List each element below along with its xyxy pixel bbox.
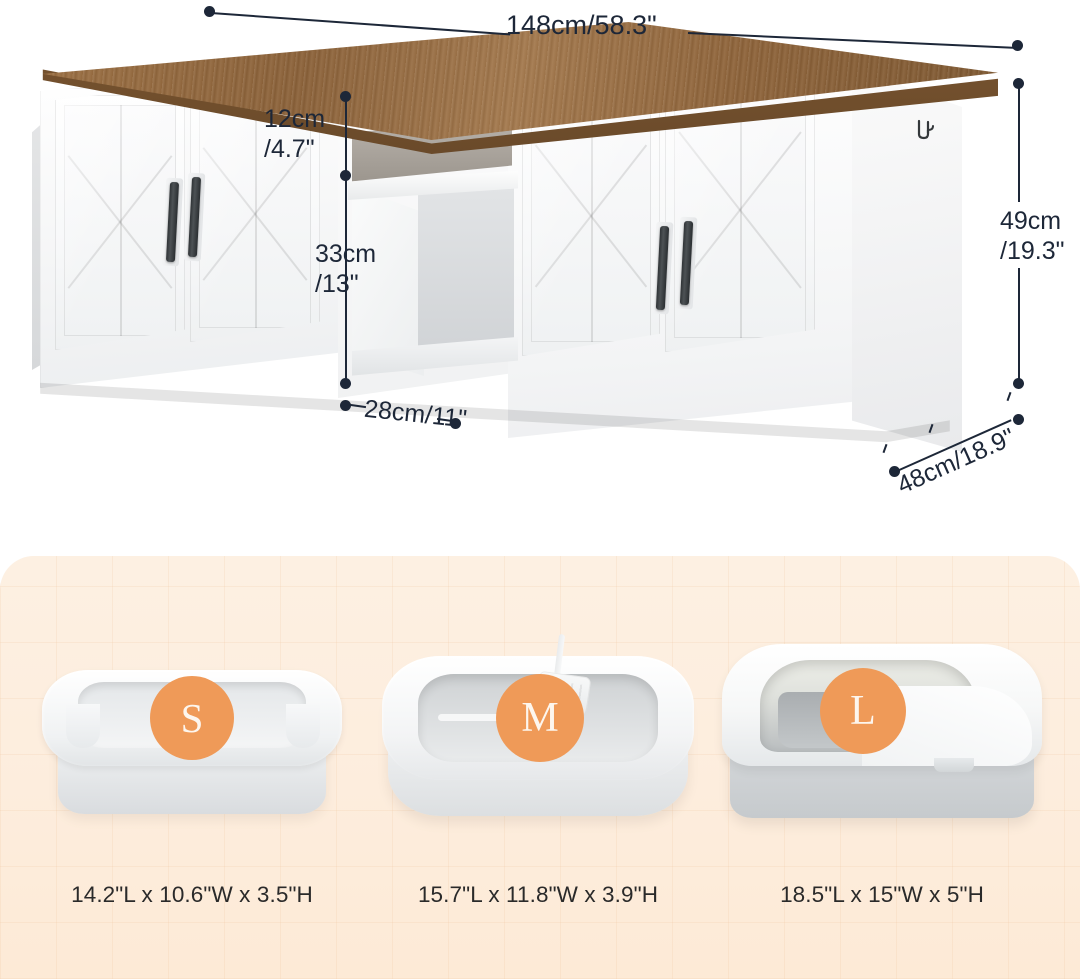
litter-box-small-illustration: S (22, 626, 362, 841)
cubby-lower-recess (418, 186, 514, 364)
litter-box-large-illustration: L (712, 626, 1052, 841)
size-badge-small: S (150, 676, 234, 760)
litter-box-medium-illustration: M (368, 626, 708, 841)
size-badge-medium: M (496, 674, 584, 762)
litter-box-option-large: L 18.5"L x 15"W x 5"H (712, 626, 1052, 916)
medium-box-highlight (438, 714, 528, 721)
side-hook-icon (917, 119, 934, 140)
door-panel-inset (199, 97, 311, 328)
cabinet-illustration (32, 22, 998, 452)
door-panel-inset (64, 105, 176, 336)
large-box-latch (934, 758, 974, 772)
litter-box-medium-caption: 15.7"L x 11.8"W x 3.9"H (417, 882, 659, 907)
product-dimension-diagram: 148cm/58.3" 12cm /4.7" 33cm /13" 28cm/11… (32, 6, 1065, 500)
litter-box-large-caption: 18.5"L x 15"W x 5"H (780, 882, 984, 907)
small-box-notch-left (66, 704, 100, 748)
cubby-left-wall (352, 186, 424, 376)
litter-box-sizes-panel: S 14.2"L x 10.6"W x 3.5"H M 15.7"L x 11.… (0, 556, 1080, 979)
small-box-notch-right (286, 704, 320, 748)
size-badge-large: L (820, 668, 906, 754)
door-highlight (199, 97, 311, 328)
litter-box-small-caption: 14.2"L x 10.6"W x 3.5"H (71, 882, 313, 907)
cabinet-right-side-panel (852, 67, 962, 452)
litter-box-option-small: S 14.2"L x 10.6"W x 3.5"H (22, 626, 362, 916)
door-highlight (64, 105, 176, 336)
door-panel-inset (674, 80, 806, 338)
door-left-2 (190, 87, 320, 342)
litter-box-option-medium: M 15.7"L x 11.8"W x 3.9"H (368, 626, 708, 916)
